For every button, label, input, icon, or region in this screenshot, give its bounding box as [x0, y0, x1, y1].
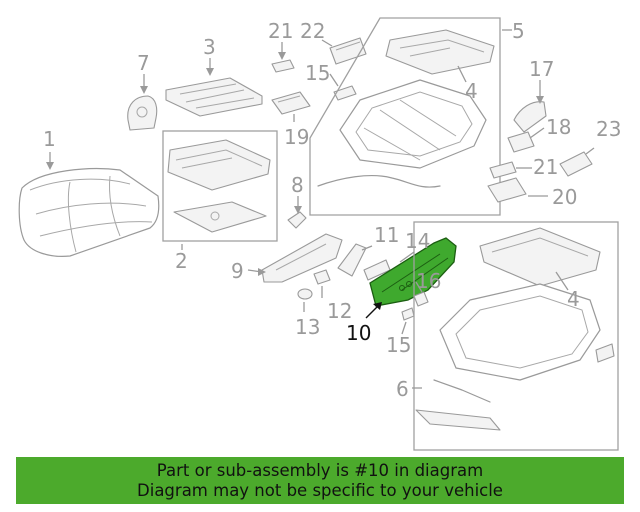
callout-15-lower: 15 [386, 333, 411, 357]
callout-2: 2 [175, 249, 188, 273]
part-21-clip-top[interactable] [271, 59, 295, 73]
part-11-trim[interactable] [337, 243, 367, 277]
callout-15-upper: 15 [305, 61, 330, 85]
part-15-clip-lower[interactable] [401, 307, 415, 321]
part-20-module[interactable] [487, 177, 527, 203]
part-10-side-cover-highlighted[interactable] [369, 237, 457, 307]
info-banner: Part or sub-assembly is #10 in diagram D… [16, 457, 624, 504]
callout-3: 3 [203, 35, 216, 59]
callout-7: 7 [137, 51, 150, 75]
callout-23: 23 [596, 117, 621, 141]
callout-4-upper: 4 [465, 79, 478, 103]
callout-4-lower: 4 [567, 287, 580, 311]
part-17-bracket[interactable] [513, 101, 547, 133]
callout-21-upper: 21 [268, 19, 293, 43]
part-3-pad[interactable] [165, 77, 263, 117]
part-12-clip[interactable] [313, 269, 331, 285]
callout-11: 11 [374, 223, 399, 247]
callout-19: 19 [284, 125, 309, 149]
banner-line-disclaimer: Diagram may not be specific to your vehi… [137, 481, 503, 500]
callout-16: 16 [416, 269, 441, 293]
part-13-grommet[interactable] [297, 288, 313, 300]
callout-20: 20 [552, 185, 577, 209]
part-8-clip[interactable] [287, 211, 307, 229]
callout-10-highlighted: 10 [346, 321, 371, 345]
exploded-parts-diagram: 1 2 3 4 4 5 6 7 8 9 10 11 12 13 14 15 15… [18, 17, 621, 451]
part-16-clip[interactable] [413, 291, 429, 307]
banner-line-part: Part or sub-assembly is #10 in diagram [156, 461, 484, 480]
callout-21-right: 21 [533, 155, 558, 179]
part-19-module[interactable] [271, 91, 311, 115]
callout-5: 5 [512, 19, 525, 43]
part-6-seat-track-group[interactable] [413, 221, 619, 451]
part-1-seat-cushion[interactable] [18, 168, 160, 257]
callout-12: 12 [327, 299, 352, 323]
callout-8: 8 [291, 173, 304, 197]
part-7-bracket[interactable] [127, 95, 158, 131]
callout-labels: 1 2 3 4 4 5 6 7 8 9 10 11 12 13 14 15 15… [43, 19, 621, 401]
callout-1: 1 [43, 127, 56, 151]
callout-17: 17 [529, 57, 554, 81]
callout-14: 14 [405, 229, 430, 253]
part-23-cover[interactable] [559, 151, 593, 177]
callout-22: 22 [300, 19, 325, 43]
callout-18: 18 [546, 115, 571, 139]
callout-arrows [46, 29, 595, 389]
part-21-clip-right[interactable] [489, 161, 517, 179]
part-9-side-shield[interactable] [261, 233, 343, 283]
callout-6: 6 [396, 377, 409, 401]
callout-9: 9 [231, 259, 244, 283]
part-5-seat-frame-group[interactable] [309, 17, 501, 216]
part-2-cushion-pad-group[interactable] [162, 130, 278, 242]
part-22-cover[interactable] [329, 37, 367, 65]
callout-13: 13 [295, 315, 320, 339]
part-15-clip-top[interactable] [333, 85, 357, 101]
part-18-connector[interactable] [507, 131, 535, 153]
